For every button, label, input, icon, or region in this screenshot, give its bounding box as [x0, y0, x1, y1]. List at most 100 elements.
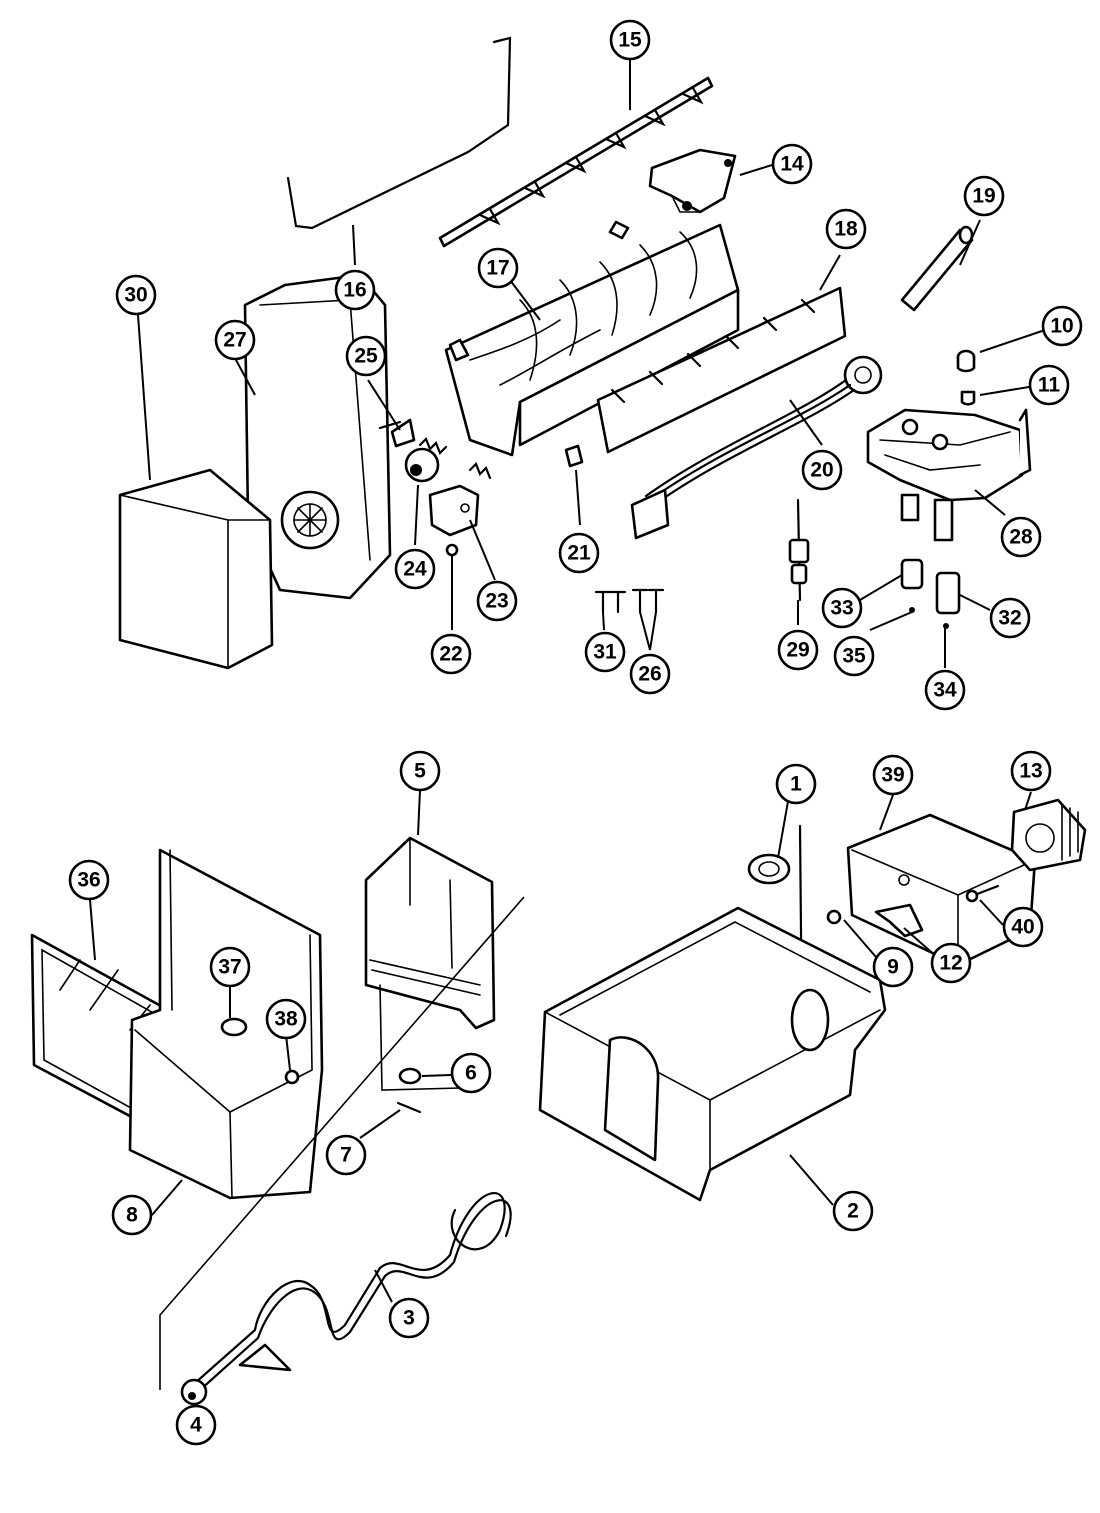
- leader-lines: [89, 60, 1046, 1406]
- callout-11: 11: [1028, 364, 1070, 406]
- callout-2: 2: [832, 1190, 874, 1232]
- svg-text:34: 34: [933, 679, 957, 702]
- bracket-23: [428, 484, 480, 537]
- svg-text:36: 36: [77, 869, 100, 892]
- callout-28: 28: [1000, 516, 1042, 558]
- svg-text:17: 17: [486, 257, 509, 280]
- callout-37: 37: [209, 946, 251, 988]
- svg-text:29: 29: [786, 639, 809, 662]
- svg-text:22: 22: [439, 643, 462, 666]
- callout-22: 22: [430, 633, 472, 675]
- knob-37: [220, 1017, 248, 1037]
- nut-6: [398, 1067, 422, 1085]
- svg-text:6: 6: [465, 1062, 477, 1085]
- svg-text:16: 16: [343, 279, 366, 302]
- callout-34: 34: [924, 669, 966, 711]
- screw-40: [965, 884, 1000, 903]
- callout-16: 16: [334, 269, 376, 311]
- part-1: [747, 824, 804, 1042]
- nut-11: [960, 390, 976, 406]
- callout-12: 12: [930, 942, 972, 984]
- callout-36: 36: [68, 859, 110, 901]
- svg-text:27: 27: [223, 329, 246, 352]
- auger-cover: [364, 836, 496, 1091]
- svg-text:2: 2: [847, 1200, 859, 1223]
- callout-7: 7: [325, 1134, 367, 1176]
- svg-text:30: 30: [124, 284, 147, 307]
- callout-27: 27: [214, 319, 256, 361]
- callout-17: 17: [477, 247, 519, 289]
- svg-text:14: 14: [780, 153, 804, 176]
- callout-30: 30: [115, 274, 157, 316]
- svg-text:11: 11: [1038, 374, 1061, 397]
- ice-stripper: [596, 286, 847, 454]
- adapter-33: [900, 558, 924, 613]
- svg-text:28: 28: [1009, 526, 1033, 549]
- callout-31: 31: [584, 631, 626, 673]
- svg-text:32: 32: [998, 607, 1021, 630]
- svg-text:9: 9: [887, 956, 899, 979]
- callout-9: 9: [872, 946, 914, 988]
- svg-text:10: 10: [1050, 315, 1073, 338]
- adapter-32: [935, 571, 961, 629]
- svg-text:31: 31: [593, 641, 617, 664]
- callout-6: 6: [450, 1052, 492, 1094]
- pin-7: [396, 1101, 422, 1114]
- dashed-guide: [159, 896, 525, 1390]
- callout-1: 1: [775, 763, 817, 805]
- callout-20: 20: [801, 449, 843, 491]
- callout-21: 21: [558, 532, 600, 574]
- screw-22: [445, 543, 459, 557]
- ejector-shaft: [438, 76, 714, 248]
- svg-text:8: 8: [126, 1204, 138, 1227]
- screw-9: [826, 909, 842, 925]
- water-valve: [866, 408, 1032, 542]
- callout-29: 29: [777, 629, 819, 671]
- svg-text:23: 23: [485, 590, 508, 613]
- callout-3: 3: [388, 1297, 430, 1339]
- svg-text:25: 25: [354, 345, 378, 368]
- bearing-4: [180, 1378, 208, 1406]
- clip-12: [874, 903, 924, 938]
- svg-text:12: 12: [939, 952, 962, 975]
- shutoff-arm: [286, 36, 512, 230]
- callout-26: 26: [629, 653, 671, 695]
- callout-15: 15: [609, 19, 651, 61]
- callout-19: 19: [963, 175, 1005, 217]
- svg-text:19: 19: [972, 185, 995, 208]
- thermostat: [404, 447, 440, 483]
- callout-39: 39: [872, 754, 914, 796]
- ice-mold: [444, 220, 740, 457]
- svg-text:38: 38: [274, 1008, 298, 1031]
- svg-text:21: 21: [567, 542, 591, 565]
- screws-31-26: [594, 588, 665, 614]
- tube-fitting: [788, 498, 810, 602]
- callout-38: 38: [265, 998, 307, 1040]
- callout-33: 33: [821, 587, 863, 629]
- callout-14: 14: [771, 143, 813, 185]
- callout-8: 8: [111, 1194, 153, 1236]
- callout-10: 10: [1041, 305, 1083, 347]
- callout-24: 24: [394, 548, 436, 590]
- wire-harness: [630, 355, 883, 540]
- svg-text:4: 4: [190, 1414, 202, 1437]
- callout-13: 13: [1010, 750, 1052, 792]
- fill-tube: [900, 225, 974, 312]
- callout-4: 4: [175, 1404, 217, 1446]
- nut-10: [956, 349, 976, 373]
- svg-text:1: 1: [790, 773, 802, 796]
- svg-text:39: 39: [881, 764, 904, 787]
- svg-text:24: 24: [403, 558, 427, 581]
- svg-text:15: 15: [618, 29, 642, 52]
- callout-35: 35: [833, 635, 875, 677]
- callout-5: 5: [399, 750, 441, 792]
- svg-text:5: 5: [414, 760, 426, 783]
- svg-text:33: 33: [830, 597, 853, 620]
- springs: [418, 437, 492, 480]
- motor-housing: [846, 813, 1037, 967]
- module-cover: [118, 468, 274, 670]
- callout-18: 18: [825, 208, 867, 250]
- knob-38: [284, 1069, 300, 1085]
- svg-text:20: 20: [810, 459, 833, 482]
